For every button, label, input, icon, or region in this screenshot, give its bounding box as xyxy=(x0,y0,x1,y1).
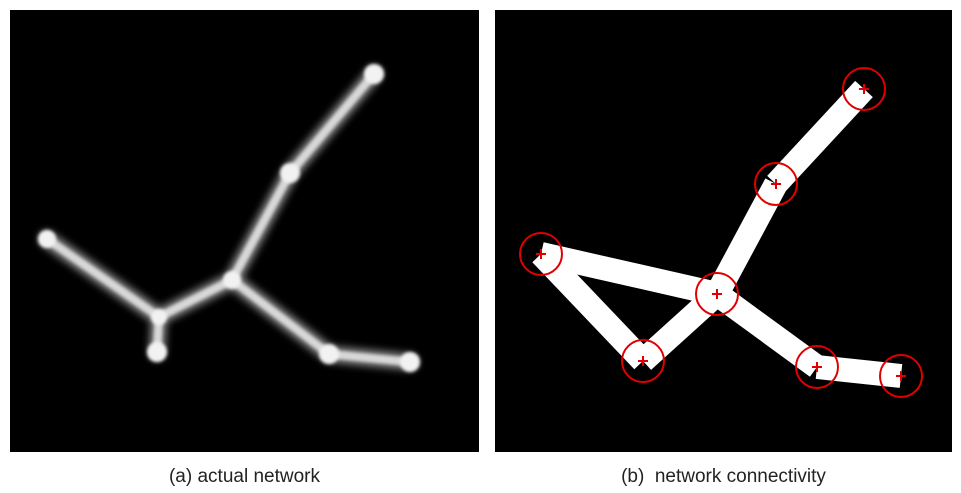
actual-network-caption: (a) actual network xyxy=(168,466,320,487)
connectivity-edge xyxy=(767,80,873,193)
network-connectivity-caption: (b) network connectivity xyxy=(621,466,826,487)
actual-node xyxy=(280,163,300,183)
connectivity-edge xyxy=(706,178,787,300)
network-connectivity-image xyxy=(519,67,923,398)
node-marker-icon xyxy=(754,162,798,206)
actual-node xyxy=(151,309,167,325)
node-marker-icon xyxy=(795,345,839,389)
connectivity-edge xyxy=(815,355,903,388)
actual-node xyxy=(319,344,339,364)
connectivity-edge xyxy=(532,245,652,370)
actual-network-glow xyxy=(39,66,418,370)
actual-node xyxy=(147,342,167,362)
connectivity-edge xyxy=(709,284,825,377)
connectivity-nodes xyxy=(519,67,923,398)
actual-network-panel xyxy=(10,10,479,452)
actual-node xyxy=(400,352,420,372)
node-marker-icon xyxy=(621,339,665,383)
actual-node xyxy=(364,64,384,84)
node-marker-icon xyxy=(519,232,563,276)
node-marker-icon xyxy=(695,272,739,316)
connectivity-edge xyxy=(634,285,726,370)
actual-network-nodes xyxy=(38,64,420,372)
actual-node xyxy=(223,271,241,289)
actual-node xyxy=(38,230,56,248)
actual-network-edges xyxy=(43,70,414,366)
connectivity-edges xyxy=(532,80,903,388)
node-marker-icon xyxy=(879,354,923,398)
network-connectivity-panel xyxy=(495,10,952,452)
connectivity-edge xyxy=(538,242,720,306)
actual-network-image xyxy=(38,64,420,372)
node-marker-icon xyxy=(842,67,886,111)
